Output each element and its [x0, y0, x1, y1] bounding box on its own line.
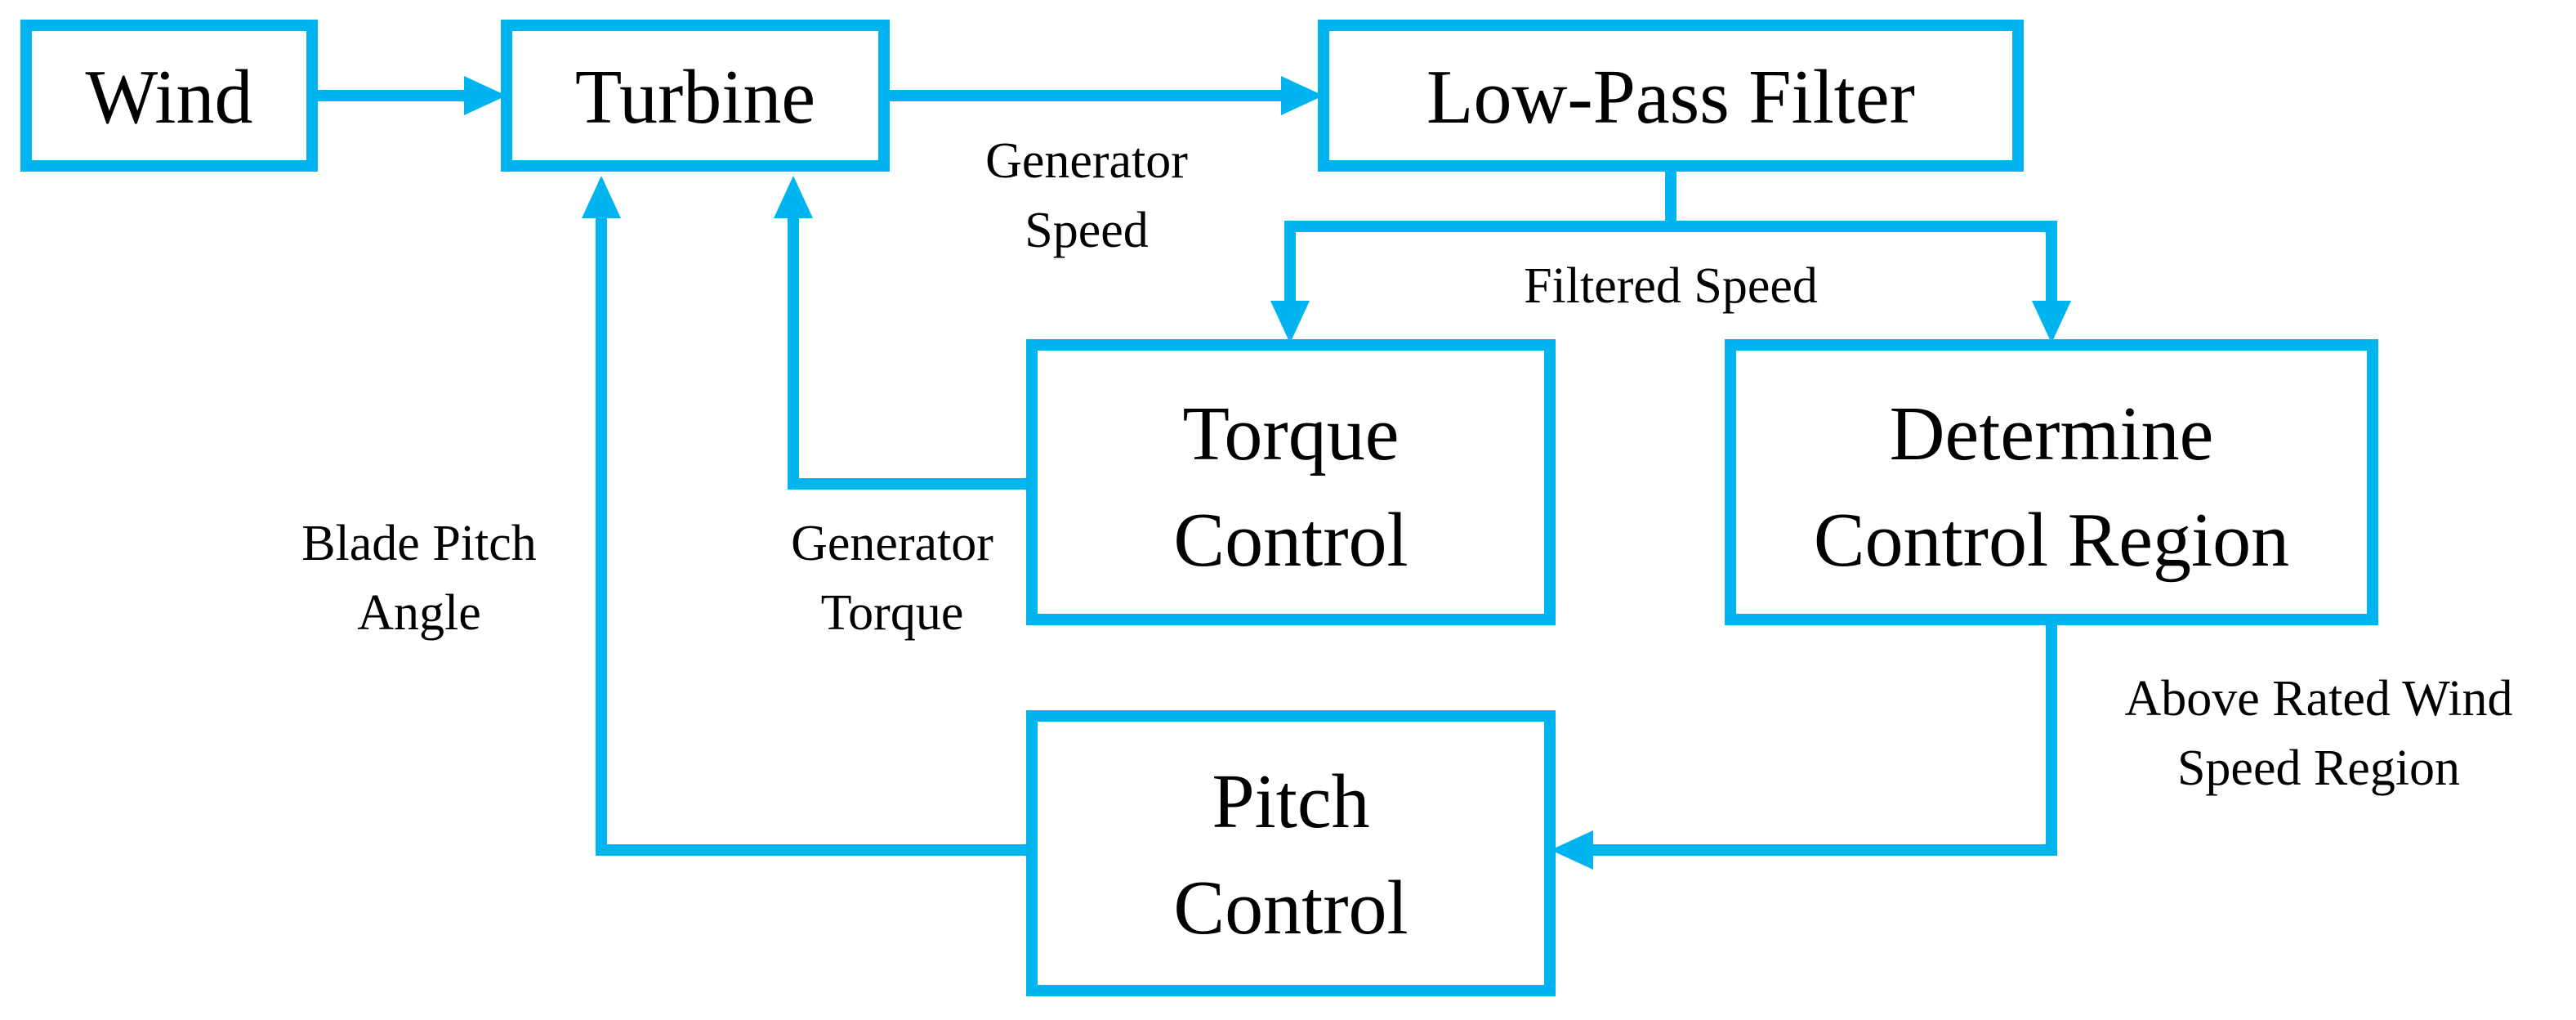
node-low-pass-filter: Low-Pass Filter	[1318, 20, 2024, 172]
low-pass-filter-box	[1318, 20, 2024, 172]
generator-speed-line1: Generator	[985, 133, 1188, 189]
edge-torque-to-turbine	[788, 214, 1032, 490]
arrowhead-into-pitch-control	[1551, 830, 1593, 870]
arrowhead-into-turbine	[464, 76, 507, 115]
determine-control-region-label-line2: Control Region	[1814, 498, 2289, 583]
low-pass-filter-label: Low-Pass Filter	[1426, 55, 1915, 140]
arrowhead-into-determine-region	[2032, 301, 2071, 343]
label-generator-torque: Generator Torque	[791, 516, 993, 641]
blade-pitch-angle-line2: Angle	[357, 585, 481, 641]
node-wind: Wind	[20, 20, 318, 172]
torque-control-label-line2: Control	[1173, 498, 1408, 583]
wind-box	[20, 20, 318, 172]
generator-speed-line2: Speed	[1025, 203, 1149, 258]
node-determine-control-region: Determine Control Region	[1725, 339, 2378, 625]
edge-pitch-to-turbine	[596, 214, 1032, 856]
pitch-control-box	[1026, 710, 1556, 996]
turbine-box	[501, 20, 890, 172]
wind-label: Wind	[85, 55, 252, 140]
edge-filter-split	[1284, 167, 2057, 315]
node-torque-control: Torque Control	[1026, 339, 1556, 625]
above-rated-line1: Above Rated Wind	[2124, 671, 2512, 727]
arrowhead-into-filter	[1281, 76, 1324, 115]
label-above-rated-wind-speed-region: Above Rated Wind Speed Region	[2124, 671, 2512, 796]
label-filtered-speed: Filtered Speed	[1524, 258, 1818, 314]
pitch-control-label-line2: Control	[1173, 866, 1408, 951]
label-generator-speed: Generator Speed	[985, 133, 1188, 258]
determine-control-region-box	[1725, 339, 2378, 625]
pitch-control-label-line1: Pitch	[1212, 759, 1369, 844]
torque-control-box	[1026, 339, 1556, 625]
arrowhead-generator-torque	[774, 176, 813, 218]
turbine-label: Turbine	[575, 55, 815, 140]
node-turbine: Turbine	[501, 20, 890, 172]
node-pitch-control: Pitch Control	[1026, 710, 1556, 996]
filtered-speed-line1: Filtered Speed	[1524, 258, 1818, 314]
arrowhead-blade-pitch	[582, 176, 621, 218]
torque-control-label-line1: Torque	[1183, 391, 1400, 476]
determine-control-region-label-line1: Determine	[1890, 391, 2214, 476]
above-rated-line2: Speed Region	[2177, 740, 2460, 796]
arrowhead-into-torque-control	[1270, 301, 1310, 343]
label-blade-pitch-angle: Blade Pitch Angle	[301, 516, 537, 641]
blade-pitch-angle-line1: Blade Pitch	[301, 516, 537, 571]
edge-region-to-pitch	[1581, 621, 2057, 856]
generator-torque-line2: Torque	[821, 585, 964, 641]
generator-torque-line1: Generator	[791, 516, 993, 571]
